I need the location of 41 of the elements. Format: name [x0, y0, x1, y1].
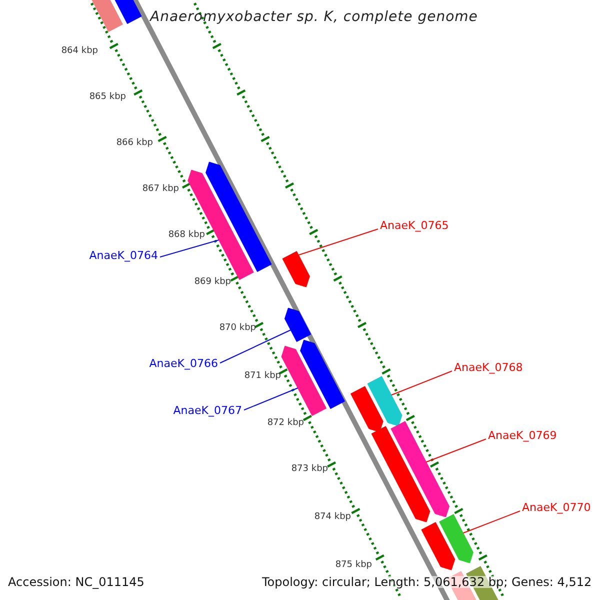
- gene-bar: [390, 421, 450, 518]
- gene-bar: [206, 162, 272, 272]
- scale-label: 866 kbp: [116, 139, 153, 148]
- scale-label: 865 kbp: [89, 93, 126, 102]
- leader-line: [220, 330, 292, 364]
- leader-line: [462, 510, 520, 534]
- gene-bar: [367, 376, 402, 426]
- scale-label: 875 kbp: [335, 561, 372, 570]
- gene-bar: [350, 386, 384, 432]
- gene-bar: [113, 0, 142, 24]
- scale-label: 869 kbp: [194, 278, 231, 287]
- genome-info-text: Topology: circular; Length: 5,061,632 bp; Genes: 4,512: [262, 576, 592, 588]
- gene-bar: [421, 522, 456, 570]
- gene-label: AnaeK_0769: [488, 430, 557, 441]
- scale-label: 873 kbp: [291, 465, 328, 474]
- leader-line: [426, 438, 486, 462]
- gene-bar: [371, 426, 430, 522]
- gene-label: AnaeK_0767: [173, 405, 242, 416]
- scale-label: 870 kbp: [219, 324, 256, 333]
- gene-bar: [91, 0, 123, 32]
- gene-bar: [300, 340, 345, 409]
- gene-label: AnaeK_0766: [149, 358, 218, 369]
- leader-line: [160, 240, 220, 258]
- leader-line: [244, 388, 298, 410]
- scale-label: 872 kbp: [267, 419, 304, 428]
- gene-label: AnaeK_0764: [89, 250, 158, 261]
- scale-label: 871 kbp: [244, 372, 281, 381]
- gene-bar: [439, 514, 474, 564]
- gene-bar: [284, 308, 312, 342]
- scale-label: 867 kbp: [142, 185, 179, 194]
- gene-bar: [282, 251, 310, 288]
- gene-bar: [281, 346, 327, 416]
- accession-text: Accession: NC_011145: [8, 576, 144, 588]
- scale-label: 868 kbp: [168, 231, 205, 240]
- gene-label: AnaeK_0768: [454, 362, 523, 373]
- diagram-title: Anaeromyxobacter sp. K, complete genome: [150, 10, 478, 24]
- leader-line: [298, 228, 378, 256]
- scale-label: 874 kbp: [314, 513, 351, 522]
- gene-label: AnaeK_0765: [380, 220, 449, 231]
- scale-label: 864 kbp: [61, 47, 98, 56]
- gene-label: AnaeK_0770: [522, 502, 591, 513]
